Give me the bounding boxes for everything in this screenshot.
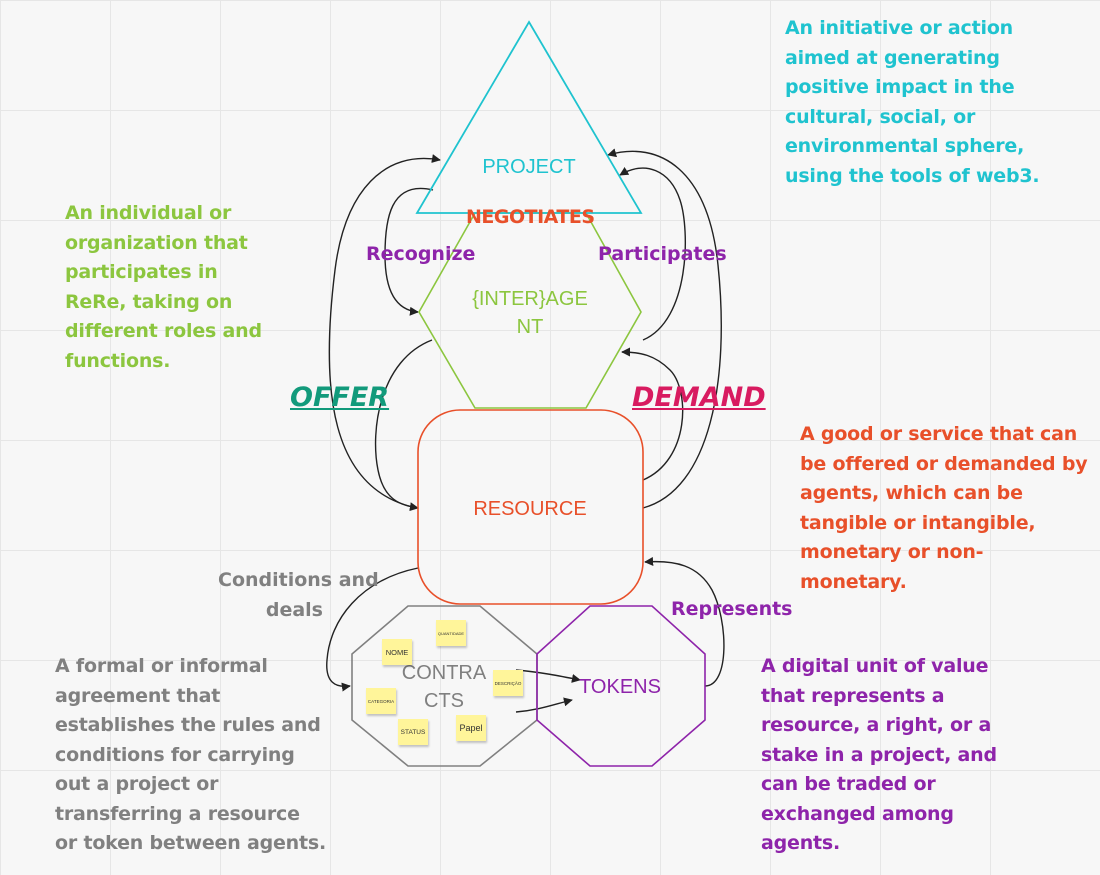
sticky-quantidade[interactable]: QUANTIDADE bbox=[436, 620, 466, 646]
sticky-categoria[interactable]: CATEGORIA bbox=[366, 688, 396, 714]
desc-line: ReRe, taking on bbox=[65, 290, 233, 313]
desc-line: transferring a resource bbox=[55, 802, 300, 825]
desc-line: establishes the rules and bbox=[55, 714, 321, 736]
desc-line: out a project or bbox=[55, 773, 219, 795]
desc-line: conditions for carrying bbox=[55, 743, 295, 766]
desc-line: monetary. bbox=[800, 570, 907, 593]
conditions-label-line2: deals bbox=[265, 599, 323, 621]
desc-line: participates in bbox=[65, 261, 218, 283]
connector-participates[interactable] bbox=[619, 166, 686, 341]
connectors bbox=[326, 148, 725, 713]
contracts-label-line2: CTS bbox=[424, 690, 464, 712]
desc-line: A digital unit of value bbox=[761, 655, 989, 677]
connector-represents[interactable] bbox=[644, 556, 725, 687]
contracts-label-line1: CONTRA bbox=[401, 662, 487, 684]
tokens-description: A digital unit of value that represents … bbox=[761, 652, 997, 859]
desc-line: agents. bbox=[761, 832, 841, 854]
connector-recognize[interactable] bbox=[384, 187, 434, 316]
desc-line: A formal or informal bbox=[55, 655, 268, 677]
conditions-label: Conditions and deals bbox=[218, 565, 379, 625]
offer-label: OFFER bbox=[290, 382, 390, 413]
sticky-status[interactable]: STATUS bbox=[398, 719, 428, 745]
resource-description: A good or service that can be offered or… bbox=[800, 420, 1088, 597]
desc-line: tangible or intangible, bbox=[800, 511, 1036, 534]
demand-label: DEMAND bbox=[632, 382, 766, 413]
desc-line: monetary or non- bbox=[800, 541, 984, 563]
conditions-label-line1: Conditions and bbox=[218, 569, 379, 591]
desc-line: stake in a project, and bbox=[761, 743, 997, 766]
desc-line: environmental sphere, bbox=[785, 135, 1025, 157]
tokens-label: TOKENS bbox=[579, 676, 661, 698]
desc-line: An individual or bbox=[65, 202, 232, 224]
connector-demand[interactable] bbox=[621, 347, 684, 481]
agent-description: An individual or organization that parti… bbox=[65, 199, 262, 376]
desc-line: can be traded or bbox=[761, 773, 936, 795]
recognize-label: Recognize bbox=[366, 243, 476, 265]
contracts-octagon[interactable] bbox=[351, 605, 538, 767]
project-triangle[interactable] bbox=[415, 20, 643, 214]
contracts-description: A formal or informal agreement that esta… bbox=[55, 652, 326, 859]
desc-line: resource, a right, or a bbox=[761, 714, 992, 736]
desc-line: An initiative or action bbox=[785, 17, 1013, 39]
connector-resource-project-left[interactable] bbox=[328, 154, 441, 509]
sticky-papel[interactable]: Papel bbox=[456, 715, 486, 741]
represents-label: Represents bbox=[671, 598, 793, 620]
desc-line: that represents a bbox=[761, 684, 945, 707]
connector-offer[interactable] bbox=[374, 339, 433, 512]
participates-label: Participates bbox=[598, 243, 727, 265]
agent-label-line2: NT bbox=[516, 316, 544, 338]
project-label: PROJECT bbox=[482, 156, 576, 178]
desc-line: using the tools of web3. bbox=[785, 164, 1040, 187]
desc-line: aimed at generating bbox=[785, 46, 1000, 69]
connector-contracts-tokens-bottom[interactable] bbox=[515, 697, 573, 713]
desc-line: different roles and bbox=[65, 320, 262, 342]
desc-line: organization that bbox=[65, 231, 248, 254]
connector-conditions[interactable] bbox=[326, 567, 419, 692]
sticky-descricao[interactable]: DESCRIÇÃO bbox=[493, 670, 523, 696]
desc-line: be offered or demanded by bbox=[800, 452, 1088, 475]
agent-label: {INTER}AGE NT bbox=[450, 285, 610, 341]
negotiates-label: NEGOTIATES bbox=[466, 206, 595, 228]
desc-line: or token between agents. bbox=[55, 832, 327, 854]
sticky-nome[interactable]: NOME bbox=[382, 639, 412, 665]
resource-label: RESOURCE bbox=[473, 498, 587, 520]
project-description: An initiative or action aimed at generat… bbox=[785, 14, 1040, 191]
desc-line: cultural, social, or bbox=[785, 105, 976, 128]
contracts-label: CONTRA CTS bbox=[384, 659, 504, 715]
resource-box[interactable] bbox=[417, 409, 644, 605]
desc-line: exchanged among bbox=[761, 802, 954, 825]
tokens-octagon[interactable] bbox=[536, 605, 706, 767]
connector-resource-project-right[interactable] bbox=[607, 148, 722, 509]
desc-line: A good or service that can bbox=[800, 423, 1078, 445]
desc-line: agents, which can be bbox=[800, 482, 1023, 504]
desc-line: agreement that bbox=[55, 684, 221, 707]
desc-line: positive impact in the bbox=[785, 76, 1015, 98]
agent-label-line1: {INTER}AGE bbox=[472, 288, 588, 310]
desc-line: functions. bbox=[65, 349, 171, 372]
